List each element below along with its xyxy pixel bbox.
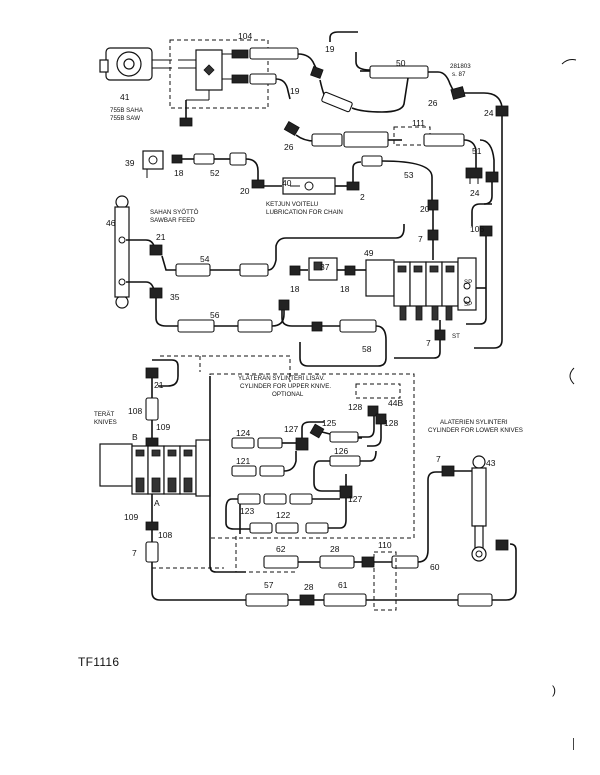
part-127-upper: 127	[284, 424, 298, 434]
part-121: 121	[236, 456, 250, 466]
valve-bank	[365, 257, 477, 321]
control-block-outline	[169, 39, 269, 109]
part-104: 104	[238, 31, 252, 41]
part-44b: 44B	[388, 398, 403, 408]
part-51: 51	[472, 146, 482, 156]
part-125: 125	[322, 418, 336, 428]
part-2: 2	[360, 192, 365, 202]
caption-sawbar-en: SAWBAR FEED	[150, 217, 195, 224]
part-124: 124	[236, 428, 250, 438]
upper-knife-cylinder	[355, 383, 401, 425]
part-127-lower: 127	[348, 494, 362, 504]
lubrication-unit	[282, 177, 336, 195]
part-52: 52	[210, 168, 220, 178]
part-21-knives: 21	[154, 380, 164, 390]
doc-ref-2: s. 87	[452, 71, 466, 78]
caption-upper-knife-en: CYLINDER FOR UPPER KNIVE.	[240, 383, 331, 390]
part-40: 40	[282, 178, 292, 188]
caption-lower-knife-en: CYLINDER FOR LOWER KNIVES	[428, 427, 523, 434]
part-18-mid-right: 18	[340, 284, 350, 294]
part-18-mid-left: 18	[290, 284, 300, 294]
caption-lower-knife-fi: ALATERIEN SYLINTERI	[440, 419, 508, 426]
caption-knives-en: KNIVES	[94, 419, 117, 426]
part-21-sawbar: 21	[156, 232, 166, 242]
part-128-right: 128	[384, 418, 398, 428]
part-50: 50	[396, 58, 406, 68]
caption-sawbar-fi: SAHAN SYÖTTÖ	[150, 209, 199, 216]
part-41: 41	[120, 92, 130, 102]
part-43: 43	[486, 458, 496, 468]
label-st: ST	[452, 333, 460, 340]
part-109-bottom: 109	[124, 512, 138, 522]
part-24-upper: 24	[484, 108, 494, 118]
part-61: 61	[338, 580, 348, 590]
part-26-lower: 26	[284, 142, 294, 152]
label-sp-1: SP	[464, 279, 472, 286]
part-28-lower: 28	[304, 582, 314, 592]
part-123: 123	[240, 506, 254, 516]
part-46: 46	[106, 218, 116, 228]
caption-saw-en: 755B SAW	[110, 115, 140, 122]
part-18-top: 18	[174, 168, 184, 178]
edge-mark-top	[561, 59, 577, 65]
part-54: 54	[200, 254, 210, 264]
edge-mark-mid	[569, 367, 575, 385]
part-57: 57	[264, 580, 274, 590]
caption-saw-fi: 755B SAHA	[110, 107, 144, 114]
chain-lube-pump	[142, 150, 164, 178]
part-37: 37	[320, 262, 330, 272]
part-111: 111	[412, 118, 425, 128]
figure-code: TF1116	[78, 655, 120, 669]
sawbar-feed-cylinder	[114, 195, 130, 309]
caption-knives-fi: TERÄT	[94, 411, 115, 418]
caption-chain-fi: KETJUN VOITELU	[266, 201, 318, 208]
lower-knife-cylinder	[471, 455, 487, 562]
part-56: 56	[210, 310, 220, 320]
part-106: 106	[470, 224, 484, 234]
part-60: 60	[430, 562, 440, 572]
doc-ref-1: 281803	[450, 63, 471, 70]
caption-upper-knife-opt: OPTIONAL	[272, 391, 304, 398]
part-49: 49	[364, 248, 374, 258]
part-109-top: 109	[156, 422, 170, 432]
part-122: 122	[276, 510, 290, 520]
part-24-right: 24	[470, 188, 480, 198]
caption-chain-en: LUBRICATION FOR CHAIN	[266, 209, 343, 216]
part-7-right: 7	[436, 454, 441, 464]
part-20-left: 20	[240, 186, 250, 196]
valve-block	[178, 49, 223, 127]
caption-upper-knife-fi: YLÄTERÄN SYLINTERI LISÄV.	[238, 375, 325, 382]
part-19-lower: 19	[290, 86, 300, 96]
knife-valve-bank	[99, 439, 211, 497]
part-28-upper: 28	[330, 544, 340, 554]
part-53: 53	[404, 170, 414, 180]
check-valve	[308, 257, 338, 281]
part-7-bottom-left: 7	[132, 548, 137, 558]
part-58: 58	[362, 344, 372, 354]
label-a: A	[154, 498, 160, 508]
part-126: 126	[334, 446, 348, 456]
part-108-top: 108	[128, 406, 142, 416]
part-19-upper: 19	[325, 44, 335, 54]
part-110: 110	[378, 540, 392, 550]
part-108-bottom: 108	[158, 530, 172, 540]
part-39: 39	[125, 158, 135, 168]
page-edge-bar	[573, 738, 574, 750]
part-35: 35	[170, 292, 180, 302]
page-edge-mark: )	[552, 683, 556, 697]
label-b: B	[132, 432, 138, 442]
part-26-upper: 26	[428, 98, 438, 108]
part-128-left: 128	[348, 402, 362, 412]
part-62: 62	[276, 544, 286, 554]
part-20-right: 20	[420, 204, 430, 214]
part-7-upper: 7	[418, 234, 423, 244]
saw-motor	[99, 47, 172, 81]
label-sp-2: SP	[464, 301, 472, 308]
part-7-mid: 7	[426, 338, 431, 348]
